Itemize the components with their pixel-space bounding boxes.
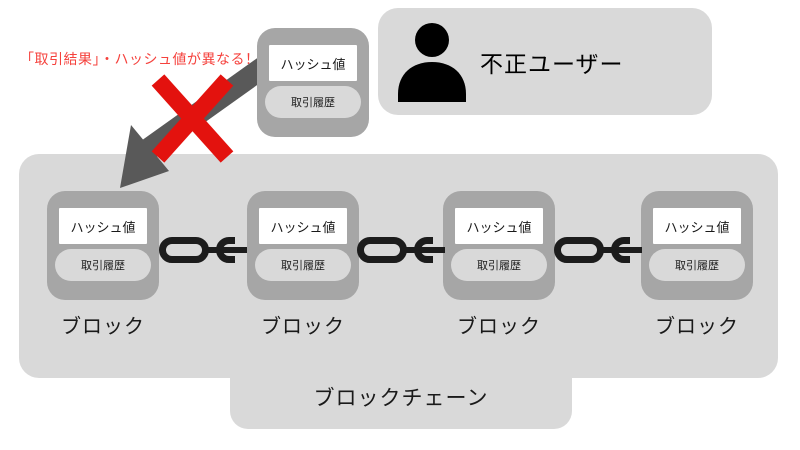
hash-value-label: ハッシュ値 bbox=[70, 220, 136, 236]
hash-value-box: ハッシュ値 bbox=[269, 45, 357, 81]
transaction-history-label: 取引履歴 bbox=[281, 259, 325, 272]
transaction-history-label: 取引履歴 bbox=[81, 259, 125, 272]
chain-link-icon bbox=[159, 237, 247, 263]
block-caption: ブロック bbox=[655, 314, 739, 338]
chain-link-icon bbox=[357, 237, 445, 263]
hash-value-box: ハッシュ値 bbox=[455, 208, 543, 244]
block-caption: ブロック bbox=[261, 314, 345, 338]
block: ハッシュ値 取引履歴 bbox=[641, 191, 753, 300]
transaction-history-label: 取引履歴 bbox=[291, 96, 335, 109]
block: ハッシュ値 取引履歴 bbox=[247, 191, 359, 300]
block-caption: ブロック bbox=[61, 314, 145, 338]
transaction-history-label: 取引履歴 bbox=[477, 259, 521, 272]
hash-value-label: ハッシュ値 bbox=[280, 57, 346, 73]
block: ハッシュ値 取引履歴 bbox=[443, 191, 555, 300]
hash-value-box: ハッシュ値 bbox=[59, 208, 147, 244]
transaction-history-pill: 取引履歴 bbox=[255, 249, 351, 281]
block-caption: ブロック bbox=[457, 314, 541, 338]
transaction-history-pill: 取引履歴 bbox=[451, 249, 547, 281]
transaction-history-pill: 取引履歴 bbox=[265, 86, 361, 118]
attacker-panel: 不正ユーザー bbox=[378, 8, 712, 115]
hash-value-box: ハッシュ値 bbox=[653, 208, 741, 244]
hash-value-label: ハッシュ値 bbox=[270, 220, 336, 236]
attacker-label: 不正ユーザー bbox=[480, 51, 624, 78]
transaction-history-pill: 取引履歴 bbox=[649, 249, 745, 281]
tampered-block: ハッシュ値 取引履歴 bbox=[257, 28, 369, 137]
x-mark-icon bbox=[151, 74, 234, 163]
person-icon bbox=[398, 22, 466, 102]
blockchain-label: ブロックチェーン bbox=[313, 386, 489, 410]
hash-value-label: ハッシュ値 bbox=[466, 220, 532, 236]
block: ハッシュ値 取引履歴 bbox=[47, 191, 159, 300]
transaction-history-pill: 取引履歴 bbox=[55, 249, 151, 281]
blockchain-label-tab: ブロックチェーン bbox=[230, 368, 572, 429]
hash-value-label: ハッシュ値 bbox=[664, 220, 730, 236]
transaction-history-label: 取引履歴 bbox=[675, 259, 719, 272]
annotation-text: 「取引結果」・ハッシュ値が異なる！ bbox=[20, 52, 260, 68]
hash-value-box: ハッシュ値 bbox=[259, 208, 347, 244]
chain-link-icon bbox=[554, 237, 642, 263]
